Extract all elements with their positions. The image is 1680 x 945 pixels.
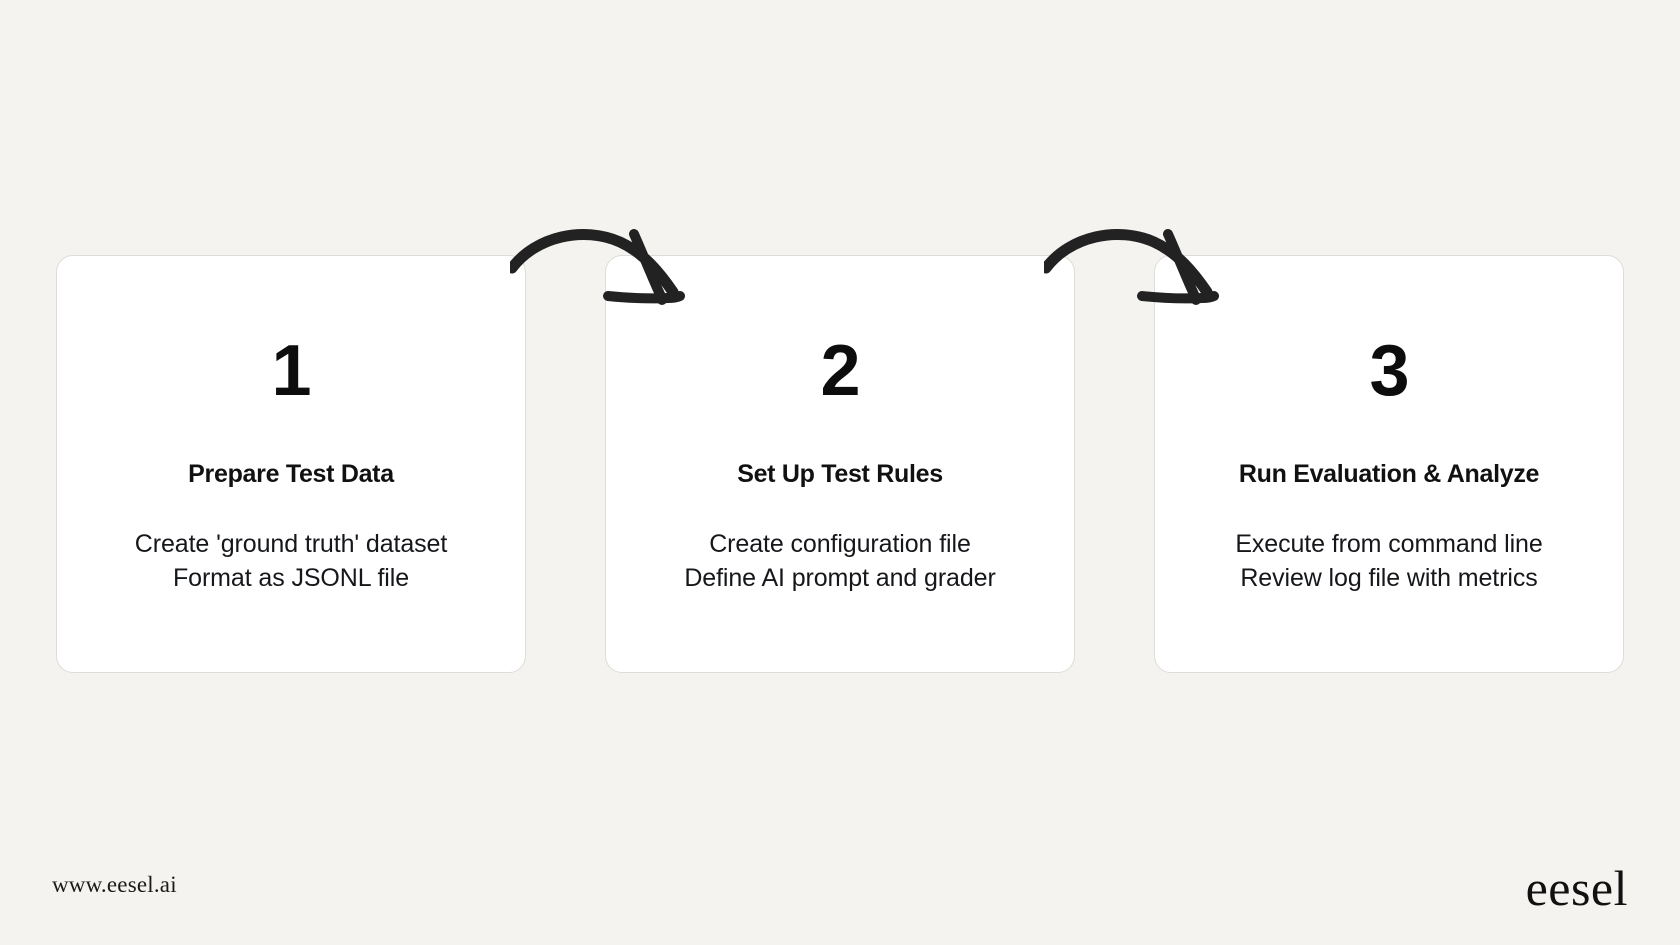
step-card-2: 2 Set Up Test Rules Create configuration… bbox=[605, 255, 1075, 673]
step-description-3-line-2: Review log file with metrics bbox=[1240, 564, 1538, 592]
step-description-1-line-1: Create 'ground truth' dataset bbox=[134, 530, 448, 558]
step-title-2: Set Up Test Rules bbox=[737, 460, 943, 488]
step-title-3: Run Evaluation & Analyze bbox=[1238, 460, 1540, 488]
step-description-3-line-1: Execute from command line bbox=[1235, 530, 1543, 558]
step-description-2-line-1: Create configuration file bbox=[709, 530, 971, 558]
step-description-1-line-2: Format as JSONL file bbox=[172, 564, 410, 592]
step-description-2-line-2: Define AI prompt and grader bbox=[684, 564, 996, 592]
step-title-1: Prepare Test Data bbox=[188, 460, 394, 488]
step-description-2: Create configuration file Define AI prom… bbox=[684, 527, 995, 595]
step-description-3: Execute from command line Review log fil… bbox=[1235, 527, 1542, 595]
step-number-1: 1 bbox=[271, 331, 311, 411]
step-number-2: 2 bbox=[820, 331, 860, 411]
footer-website-url[interactable]: www.eesel.ai bbox=[52, 872, 177, 897]
step-card-1: 1 Prepare Test Data Create 'ground truth… bbox=[56, 255, 526, 673]
step-card-3: 3 Run Evaluation & Analyze Execute from … bbox=[1154, 255, 1624, 673]
eesel-logo: eesel bbox=[1525, 860, 1628, 916]
step-number-3: 3 bbox=[1369, 331, 1409, 411]
steps-row: 1 Prepare Test Data Create 'ground truth… bbox=[56, 255, 1624, 673]
step-description-1: Create 'ground truth' dataset Format as … bbox=[134, 527, 448, 595]
